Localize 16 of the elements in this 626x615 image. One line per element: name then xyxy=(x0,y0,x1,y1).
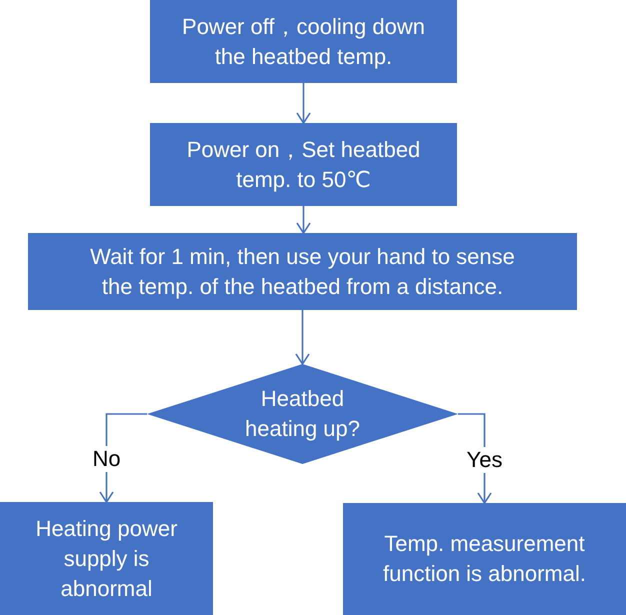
step-text: Power off，cooling down the heatbed temp. xyxy=(181,12,426,71)
process-box xyxy=(0,502,213,615)
arrow xyxy=(295,310,310,365)
step-text: Wait for 1 min, then use your hand to sense the temp. of the heatbed from a distance. xyxy=(89,242,516,301)
process-box xyxy=(150,0,457,83)
step-text: Temp. measurement function is abnormal. xyxy=(382,530,587,588)
process-box xyxy=(28,233,577,310)
edge-label: Yes xyxy=(464,446,504,472)
step-text: Power on，Set heatbed temp. to 50℃ xyxy=(186,136,422,194)
step-text: Heating power supply is abnormal xyxy=(34,514,178,602)
process-box xyxy=(343,503,626,615)
arrow xyxy=(296,206,311,234)
process-box xyxy=(150,123,457,206)
arrow xyxy=(296,83,311,124)
decision-diamond xyxy=(147,364,458,464)
question-text: Heatbed heating up? xyxy=(244,385,361,443)
